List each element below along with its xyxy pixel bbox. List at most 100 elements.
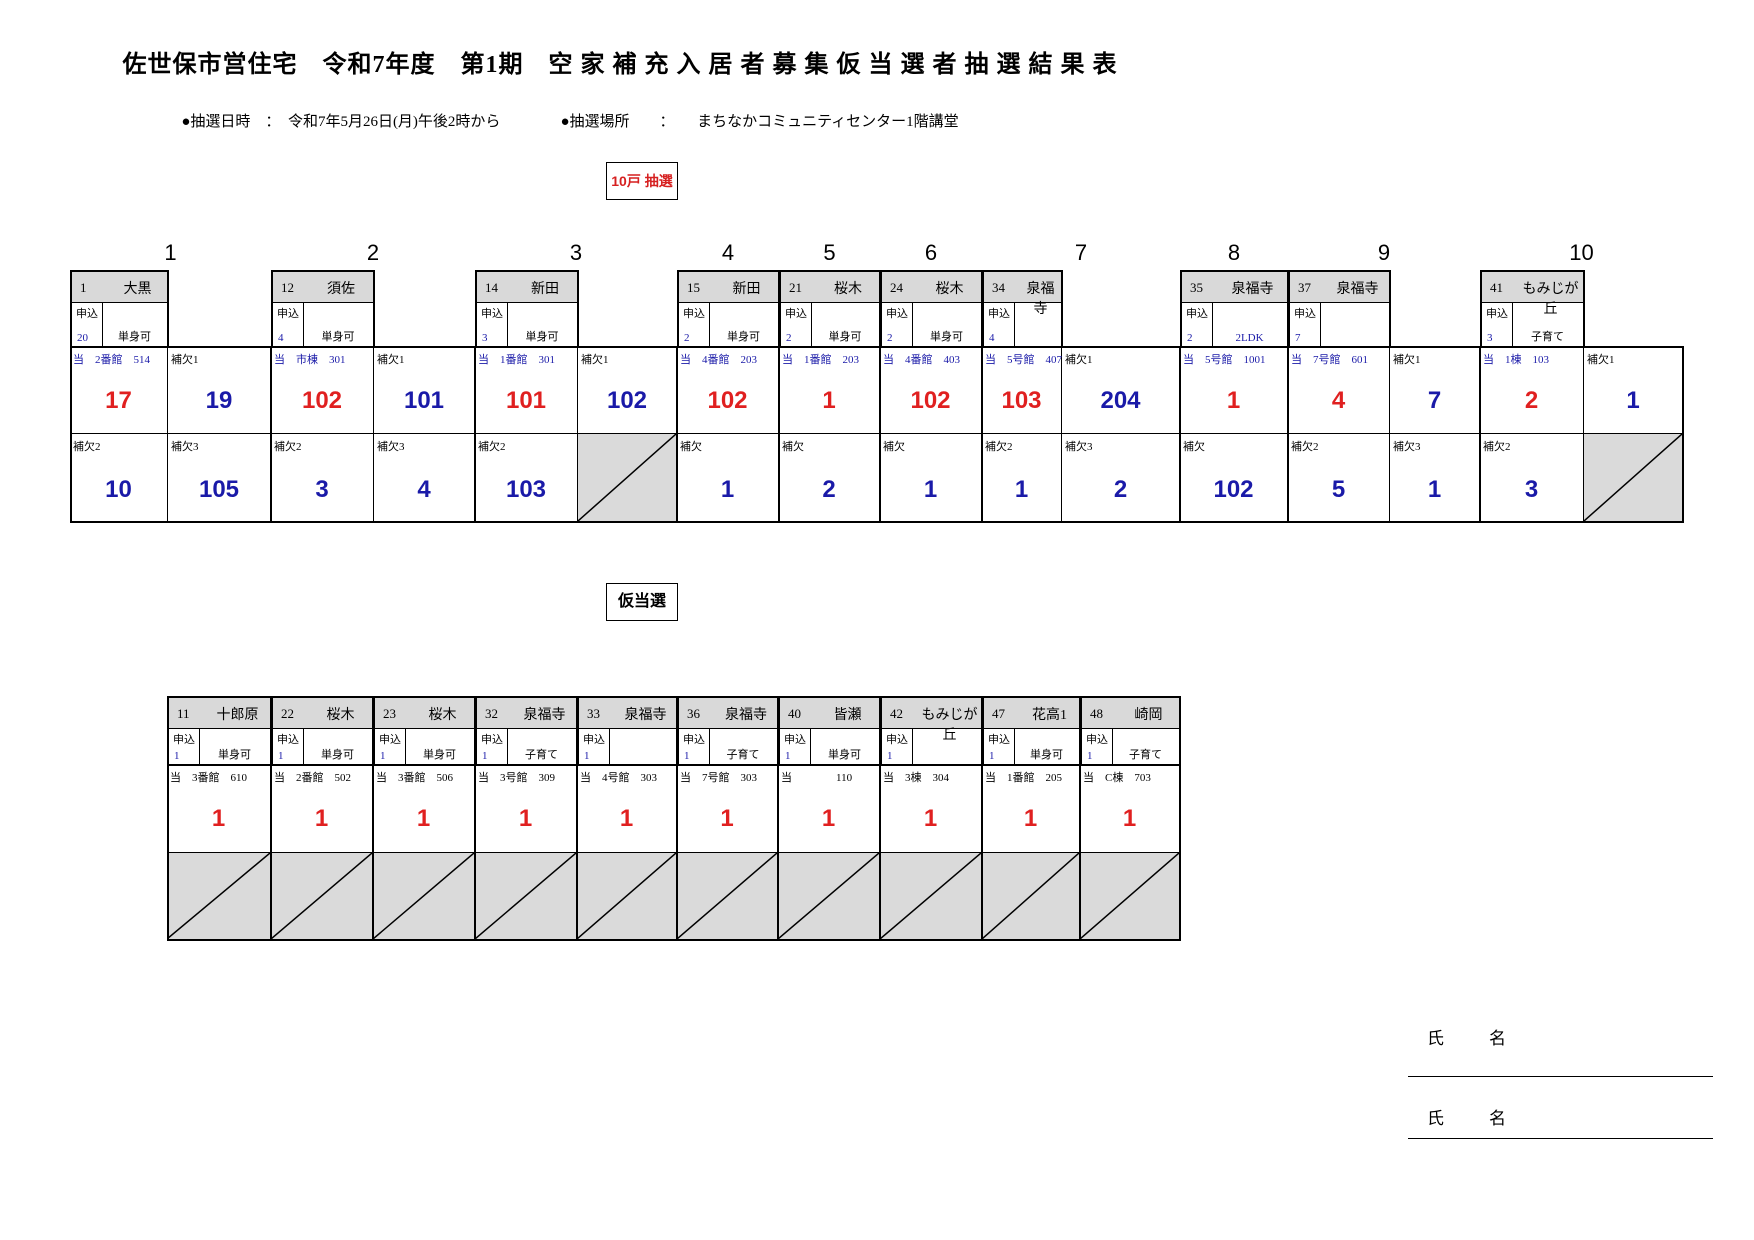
empty-slash-icon [880,853,981,939]
empty-cell [1584,434,1683,522]
result-number: 1 [518,805,533,832]
application-label: 申込 [583,734,605,746]
application-label: 申込 [988,308,1010,320]
result-number: 101 [505,387,547,414]
result-number: 4 [1331,387,1346,414]
unit-separator [270,765,272,941]
waitlist-label: 補欠3 [377,441,405,453]
empty-slash-icon [373,853,474,939]
waitlist-number: 4 [417,476,431,503]
waitlist-cell: 補欠3 4 [374,434,475,522]
waitlist-number: 1 [1427,476,1442,503]
unit-name: 十郎原 [216,708,259,723]
application-count: 1 [1087,750,1093,762]
header-divider [1014,302,1015,346]
waitlist-cell: 補欠3 2 [1062,434,1180,522]
empty-cell [373,853,475,940]
unit-number: 11 [177,706,190,721]
application-count: 1 [785,750,791,762]
result-label: 当 1番館 203 [782,354,859,366]
result-number: 1 [211,805,226,832]
result-label: 当 2番館 502 [274,772,351,784]
header-divider [811,302,812,346]
application-label: 申込 [277,734,299,746]
header-divider [1512,302,1513,346]
unit-header-title: 11 十郎原 [169,698,270,729]
group-separator [981,346,983,523]
application-count: 1 [482,750,488,762]
date-label: ●抽選日時 [181,114,251,130]
signature-line-1 [1408,1076,1713,1077]
unit-name: 泉福寺 [1026,282,1055,317]
waitlist-label: 補欠2 [73,441,101,453]
lottery-info: ●抽選日時 ： 令和7年5月26日(月)午後2時から ●抽選場所 ： まちなかコ… [0,110,1140,131]
result-number: 1 [1226,387,1241,414]
unit-number: 37 [1298,280,1311,295]
result-label: 当 5号館 1001 [1183,354,1266,366]
provisional-section-tag: 仮当選 [606,583,678,621]
application-label: 申込 [784,734,806,746]
header-divider [303,302,304,346]
waitlist-number: 2 [1113,476,1128,503]
empty-cell [982,853,1080,940]
group-number: 7 [1074,240,1088,265]
waitlist-label: 補欠 [883,441,905,453]
group-separator [676,346,678,523]
result-number: 1 [720,805,734,832]
signature-label-2: 氏 名 [1427,1109,1520,1128]
result-number: 101 [403,387,445,414]
application-label: 申込 [886,734,908,746]
result-number: 102 [910,387,951,414]
application-label: 申込 [379,734,401,746]
result-label: 補欠1 [1587,354,1615,366]
waitlist-number: 5 [1331,476,1346,503]
unit-type: 単身可 [525,331,559,343]
result-number: 1 [821,805,836,832]
header-divider [912,302,913,346]
empty-slash-icon [271,853,372,939]
result-label: 当 7号館 303 [680,772,757,784]
waitlist-label: 補欠 [1183,441,1205,453]
unit-name: 泉福寺 [1231,282,1274,297]
header-divider [609,728,610,764]
unit-number: 15 [687,280,700,295]
application-count: 2 [684,332,690,344]
signature-line-2 [1408,1138,1713,1139]
header-divider [709,728,710,764]
waitlist-label: 補欠3 [1065,441,1093,453]
unit-type: 単身可 [828,331,862,343]
application-count: 3 [482,332,488,344]
result-label: 当 4号館 303 [580,772,657,784]
unit-type: 単身可 [828,749,861,761]
result-label: 当 4番館 403 [883,354,960,366]
waitlist-number: 3 [315,476,329,503]
group-number: 2 [366,240,380,265]
